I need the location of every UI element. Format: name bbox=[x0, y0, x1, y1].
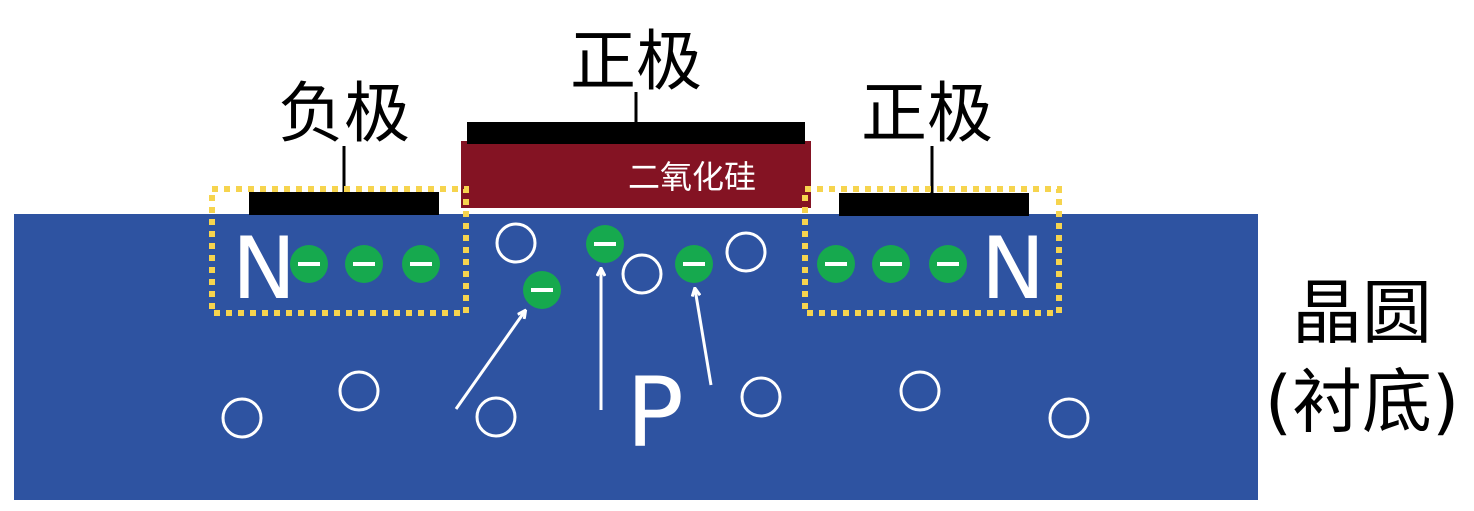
arrow bbox=[695, 289, 713, 386]
hole bbox=[725, 231, 767, 273]
oxide-layer bbox=[461, 141, 811, 208]
n-region-left-outline bbox=[209, 186, 469, 316]
hole bbox=[1048, 397, 1090, 439]
source-electrode bbox=[249, 192, 439, 215]
hole bbox=[338, 370, 380, 412]
electrons-right-n bbox=[817, 245, 967, 283]
hole bbox=[495, 222, 537, 264]
electron-sign bbox=[880, 262, 902, 266]
electron-sign bbox=[825, 262, 847, 266]
hole bbox=[475, 396, 517, 438]
p-region-label: P bbox=[626, 357, 684, 469]
holes-surface bbox=[495, 222, 767, 295]
wafer-label-line1: 晶圆 bbox=[1292, 272, 1432, 354]
n-region-left-label: N bbox=[232, 219, 296, 319]
hole bbox=[221, 397, 263, 439]
hole bbox=[740, 376, 782, 418]
electron-sign bbox=[531, 288, 553, 292]
electron-sign bbox=[298, 262, 320, 266]
arrow bbox=[454, 311, 525, 410]
hole bbox=[899, 370, 941, 412]
hole bbox=[621, 253, 663, 295]
electrons-channel bbox=[523, 225, 713, 309]
electron-sign bbox=[683, 262, 705, 266]
drain-electrode bbox=[839, 193, 1029, 216]
p-substrate bbox=[14, 214, 1258, 500]
holes-bulk bbox=[221, 370, 1090, 439]
gate-electrode bbox=[467, 122, 805, 144]
wafer-label-line2: (衬底) bbox=[1265, 361, 1460, 443]
n-region-right-label: N bbox=[981, 219, 1045, 319]
oxide-label: 二氧化硅 bbox=[628, 158, 756, 196]
electron-sign bbox=[937, 262, 959, 266]
drain-label: 正极 bbox=[861, 75, 993, 152]
gate-label: 正极 bbox=[570, 23, 702, 100]
electron-sign bbox=[353, 262, 375, 266]
source-label: 负极 bbox=[278, 75, 410, 152]
electrons-left-n bbox=[290, 245, 440, 283]
electron-sign bbox=[410, 262, 432, 266]
attraction-arrows bbox=[454, 269, 713, 410]
electron-sign bbox=[594, 242, 616, 246]
n-region-right-outline bbox=[802, 186, 1062, 316]
